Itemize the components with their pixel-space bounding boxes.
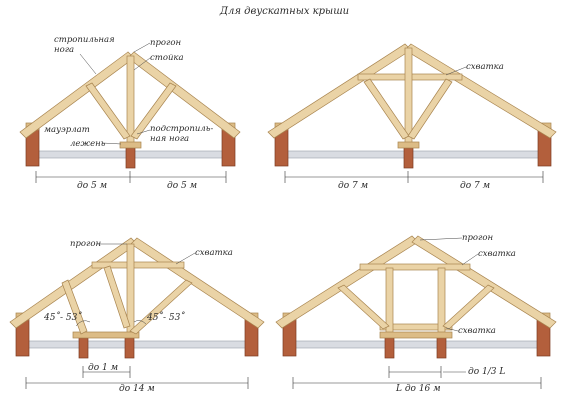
label-collar: схватка	[195, 248, 233, 258]
right-rafter	[411, 235, 557, 329]
right-post	[437, 267, 446, 335]
right-strut	[407, 78, 453, 140]
dim-left: до 7 м	[338, 181, 368, 191]
right-strut	[442, 284, 495, 330]
dim-inner: до 1 м	[88, 363, 118, 373]
mid-strut	[103, 265, 131, 329]
sill-beam	[119, 141, 142, 149]
dim-total: L до 16 м	[395, 384, 441, 394]
left-strut	[61, 279, 88, 335]
angle-right: 45˚- 53˚	[146, 311, 185, 323]
angle-left: 45˚- 53˚	[43, 311, 82, 323]
page-title: Для двускатных крыши	[219, 6, 350, 17]
label-purlin: прогон	[462, 233, 493, 243]
diagram-1: стропильная нога прогон стойка мауэрлат …	[19, 35, 241, 191]
label-purlin: прогон	[150, 38, 181, 48]
dim-total: до 14 м	[119, 384, 155, 394]
label-rafter-2: нога	[54, 45, 74, 55]
right-strut	[129, 279, 193, 335]
label-mauerlat: мауэрлат	[44, 125, 90, 135]
diagram-2: схватка до 7 м до 7 м	[267, 43, 557, 191]
diagram-3: прогон схватка 45˚- 53˚ 45˚- 53˚ до 1 м …	[9, 237, 265, 394]
dim-inner: до 1/3 L	[468, 367, 505, 377]
label-collar: схватка	[466, 62, 504, 72]
left-rafter	[275, 235, 419, 329]
center-support	[125, 147, 136, 169]
right-strut	[130, 82, 177, 140]
center-post	[126, 55, 135, 145]
dim-left: до 5 м	[77, 181, 107, 191]
upper-collar	[359, 263, 471, 271]
left-strut	[337, 284, 390, 330]
dim-right: до 7 м	[460, 181, 490, 191]
label-post: стойка	[150, 53, 184, 63]
dim-right: до 5 м	[167, 181, 197, 191]
label-collar-low: схватка	[458, 326, 496, 336]
label-strut-2: ная нога	[150, 134, 189, 144]
label-sill: лежень	[70, 139, 106, 149]
label-rafter: стропильная	[54, 35, 115, 45]
upper-collar	[91, 261, 185, 269]
right-rafter	[130, 237, 265, 329]
label-collar: схватка	[478, 249, 516, 259]
left-rafter	[267, 43, 412, 139]
center-post	[404, 47, 413, 145]
lower-collar	[379, 323, 453, 331]
diagram-4: прогон схватка схватка до 1/3 L L до 16 …	[275, 233, 557, 394]
left-strut	[85, 82, 131, 140]
right-rafter	[404, 43, 557, 139]
left-strut	[363, 78, 410, 140]
label-purlin: прогон	[70, 239, 101, 249]
label-strut: подстропиль-	[150, 124, 213, 134]
